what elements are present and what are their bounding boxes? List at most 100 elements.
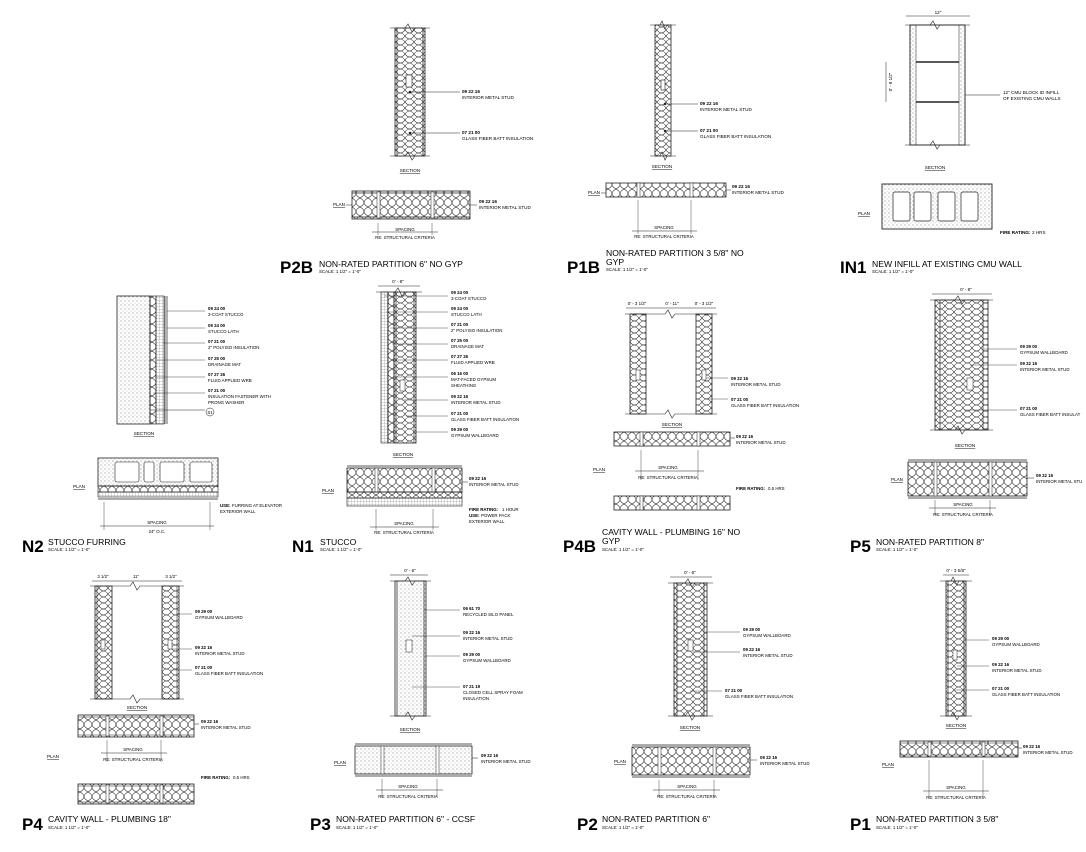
detail-id: P1 xyxy=(850,815,871,834)
note-text: INTERIOR METAL STUD xyxy=(479,205,531,210)
detail-n2: S1 09 24 00 3-COAT STUCCO 09 24 00 STUCC… xyxy=(22,295,282,556)
detail-p5: 0' - 8" 09 29 00 GYPSUM WALLBOARD 09 22 … xyxy=(850,287,1082,556)
note-text: GLASS FIBER BATT INSULATION xyxy=(731,403,799,408)
plan-drawing: PLAN 09 22 16 INTERIOR METAL STUD SPACIN… xyxy=(588,182,784,239)
detail-p2: 0' - 6" 09 29 00 GYPSUM WALLBOARD 09 22 … xyxy=(577,570,810,834)
note-code: 09 22 16 xyxy=(469,476,487,481)
section-drawing: 12" 0' - 8 1/2" 12" CMU BLOCK ID INFILL … xyxy=(885,10,1061,170)
plan-drawing: PLAN 09 22 16 INTERIOR METAL STUD SPACIN… xyxy=(334,743,531,799)
note-text: 2" POLYISO INSULATION xyxy=(208,345,259,350)
detail-p3: 0' - 6" 06 61 70 RECYCLED SILO PANEL 09 … xyxy=(310,568,531,834)
plan-label: PLAN xyxy=(882,762,894,767)
use-label: USE: xyxy=(220,503,231,508)
dim-text: 0' - 8" xyxy=(960,287,972,292)
detail-title: STUCCO FURRING xyxy=(48,537,126,547)
note-code: 09 22 16 xyxy=(463,630,481,635)
dim-text: 0' - 8 1/2" xyxy=(888,72,893,91)
note-code: 09 22 16 xyxy=(736,434,754,439)
dim-text: 12" xyxy=(935,10,942,15)
spacing-label: SPACING xyxy=(147,520,167,525)
section-label: SECTION xyxy=(400,168,420,173)
note-code: 09 22 16 xyxy=(760,755,778,760)
note-text: GLASS FIBER BATT INSULATION xyxy=(725,694,793,699)
section-label: SECTION xyxy=(955,443,975,448)
note-text: INTERIOR METAL STUD xyxy=(731,382,781,387)
detail-title: NON-RATED PARTITION 8" xyxy=(876,537,984,547)
note-text: GLASS FIBER BATT INSULATION xyxy=(700,134,771,139)
section-label: SECTION xyxy=(134,431,154,436)
note-code: 09 22 16 xyxy=(481,753,499,758)
plan-label: PLAN xyxy=(891,477,903,482)
spacing-label: SPACING xyxy=(395,227,415,232)
note-code: 07 21 00 xyxy=(451,322,469,327)
detail-id: P4 xyxy=(22,815,43,834)
detail-title-line: CAVITY WALL - PLUMBING 16" NO xyxy=(602,527,741,537)
note-text: INTERIOR METAL STUD xyxy=(743,653,793,658)
fire-rating-label: FIRE RATING: xyxy=(736,486,766,491)
note-text: GYPSUM WALLBOARD xyxy=(451,433,499,438)
note-code: 09 22 16 xyxy=(743,647,761,652)
section-label: SECTION xyxy=(662,422,682,427)
note-code: 07 21 00 xyxy=(462,130,480,135)
dim-text: 0' - 3 1/2" xyxy=(628,301,647,306)
detail-p4: 3 1/2" 11" 3 1/2" 09 29 00 GYPSUM WALLBO… xyxy=(22,574,263,834)
note-text: GLASS FIBER BATT INSULATION xyxy=(195,671,263,676)
structural-note: RE: STRUCTURAL CRITERIA xyxy=(638,475,698,480)
note-text: INTERIOR METAL STUD xyxy=(195,651,245,656)
note-text: INTERIOR METAL STUD xyxy=(451,400,501,405)
detail-id: P5 xyxy=(850,537,871,556)
plan-label: PLAN xyxy=(47,754,59,759)
detail-title-line: NON-RATED PARTITION 3 5/8" NO xyxy=(606,248,744,258)
detail-scale: SCALE: 1 1/2" = 1'-0" xyxy=(48,825,90,830)
detail-id: N2 xyxy=(22,537,44,556)
note-text: 3-COAT STUCCO xyxy=(208,312,244,317)
use-text: POWER PACK xyxy=(481,513,511,518)
note-text: MAT-FACED GYPSUM xyxy=(451,377,496,382)
detail-title: CAVITY WALL - PLUMBING 18" xyxy=(48,814,171,824)
plan-drawing: PLAN 09 22 16 INTERIOR METAL STU SPACING… xyxy=(891,459,1082,517)
detail-scale: SCALE: 1 1/2" = 1'-0" xyxy=(872,269,914,274)
detail-id: P1B xyxy=(567,258,600,277)
detail-p2b: 09 22 16 INTERIOR METAL STUD 07 21 00 GL… xyxy=(280,23,533,277)
spacing-label: SPACING xyxy=(677,784,697,789)
detail-scale: SCALE: 1 1/2" = 1'-0" xyxy=(320,547,362,552)
note-code: 09 22 16 xyxy=(992,662,1010,667)
structural-note: RE: STRUCTURAL CRITERIA xyxy=(634,234,694,239)
note-text: PRONG WASHER xyxy=(208,400,244,405)
section-drawing: 09 22 16 INTERIOR METAL STUD 07 21 00 GL… xyxy=(650,20,771,169)
spacing-label: SPACING xyxy=(398,784,418,789)
plan-drawing: PLAN 09 22 16 INTERIOR METAL STUD SPACIN… xyxy=(333,190,531,240)
note-code: 09 22 16 xyxy=(195,645,213,650)
note-text: GLASS FIBER BATT INSULATION xyxy=(462,136,533,141)
dim-text: 0' - 3 5/8" xyxy=(946,568,966,573)
section-drawing: 09 22 16 INTERIOR METAL STUD 07 21 00 GL… xyxy=(390,23,533,173)
detail-title: NON-RATED PARTITION 6" - CCSF xyxy=(336,814,475,824)
detail-id: IN1 xyxy=(840,258,866,277)
detail-scale: SCALE: 1 1/2" = 1'-0" xyxy=(602,825,644,830)
section-drawing: 0' - 6" 06 61 70 RECYCLED SILO PANEL 09 … xyxy=(390,568,523,732)
spacing-label: SPACING xyxy=(658,465,678,470)
note-text: DRAINAGE MAT xyxy=(208,362,241,367)
section-label: SECTION xyxy=(400,727,420,732)
dim-text: 0' - 8" xyxy=(392,279,404,284)
note-text: INTERIOR METAL STUD xyxy=(736,440,786,445)
detail-n1: 0' - 8" 09 24 00 3-COAT STUCCO 09 24 0 xyxy=(292,279,519,556)
note-code: 07 21 00 xyxy=(208,388,226,393)
note-text: GLASS FIBER BATT INSULATION xyxy=(992,692,1060,697)
section-label: SECTION xyxy=(127,705,147,710)
note-code: 07 25 00 xyxy=(208,356,226,361)
detail-id: P2B xyxy=(280,258,313,277)
detail-title: NON-RATED PARTITION 6" NO GYP xyxy=(319,259,463,269)
note-text: INSULATION FASTENER WITH xyxy=(208,394,271,399)
section-drawing: S1 09 24 00 3-COAT STUCCO 09 24 00 STUCC… xyxy=(116,295,271,436)
spacing-value: 24" O.C. xyxy=(149,529,166,534)
note-text: INTERIOR METAL STU xyxy=(1036,479,1082,484)
note-text: INSULATION xyxy=(463,696,489,701)
detail-scale: SCALE: 1 1/2" = 1'-0" xyxy=(48,547,90,552)
section-label: SECTION xyxy=(680,725,700,730)
detail-p4b: 0' - 3 1/2" 0' - 11" 0' - 3 1/2" 09 22 1… xyxy=(563,301,799,556)
plan-label: PLAN xyxy=(588,190,600,195)
note-code: 07 21 00 xyxy=(195,665,213,670)
section-drawing: 0' - 3 5/8" 09 29 00 GYPSUM WALLBOARD 09… xyxy=(940,568,1060,728)
note-text: DRAINAGE MAT xyxy=(451,344,484,349)
